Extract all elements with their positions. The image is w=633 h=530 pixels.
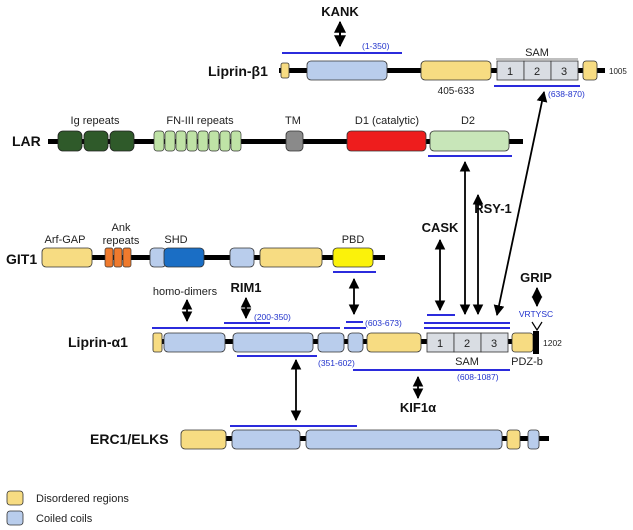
liprin-beta1-disordered-cterm <box>582 60 598 81</box>
erc1-name: ERC1/ELKS <box>90 431 169 447</box>
grip-label: GRIP <box>520 270 552 285</box>
erc1-disordered-nterm <box>180 429 227 450</box>
lar-tm-domain <box>285 130 304 152</box>
git1-shd-domain <box>163 247 205 268</box>
rsy1-label: RSY-1 <box>474 201 512 216</box>
lar-fn3-repeat <box>230 130 242 152</box>
sam-repeat-3 <box>550 60 579 81</box>
lar-fn3-repeat <box>175 130 187 152</box>
sam-repeat-1-number: 1 <box>507 66 513 78</box>
liprin-alpha1-disordered-nterm <box>152 332 163 353</box>
liprin-alpha1-backbone <box>153 339 536 344</box>
lar-fn3-repeat <box>208 130 220 152</box>
lar-tm-label: TM <box>285 115 301 127</box>
git1-group: Arf-GAP Ank repeats SHD PBD GIT1 <box>6 222 385 273</box>
liprin-beta1-sam-range: (638-870) <box>548 89 585 99</box>
liprin-beta1-disordered-middle <box>420 60 492 81</box>
git1-ank-label-1: Ank <box>112 222 131 234</box>
lar-d2-label: D2 <box>461 115 475 127</box>
kank-range-label: (1-350) <box>362 41 390 51</box>
erc1-disordered-middle <box>506 429 521 450</box>
homodimers-label: homo-dimers <box>153 286 218 298</box>
erc1-coiled-coil-1 <box>231 429 301 450</box>
liprin-alpha1-sam-repeat-2-number: 2 <box>464 338 470 350</box>
lar-d1-domain <box>346 130 427 152</box>
git1-arfgap-domain <box>41 247 93 268</box>
lar-ig-repeat-2 <box>83 130 109 152</box>
liprin-beta1-coiled-coil <box>306 60 388 81</box>
liprin-alpha1-end-number: 1202 <box>543 338 562 348</box>
sam-repeat-2-number: 2 <box>534 66 540 78</box>
lar-fn-label: FN-III repeats <box>166 115 234 127</box>
lar-ig-repeat-1 <box>57 130 83 152</box>
sam-repeat-3-number: 3 <box>561 66 567 78</box>
rim1-range: (200-350) <box>254 312 291 322</box>
liprin-alpha1-coiled-coil-4 <box>347 332 364 353</box>
liprin-alpha1-disordered-middle <box>366 332 422 353</box>
range-603-673-label: (603-673) <box>365 318 402 328</box>
liprin-alpha1-sam-repeat-3-number: 3 <box>491 338 497 350</box>
git1-backbone <box>42 255 385 260</box>
git1-arfgap-label: Arf-GAP <box>45 234 86 246</box>
pdz-binding-motif <box>531 321 543 332</box>
liprin-alpha1-coiled-coil-3 <box>317 332 345 353</box>
git1-shd-label: SHD <box>164 234 187 246</box>
lar-ig-label: Ig repeats <box>71 115 120 127</box>
git1-name: GIT1 <box>6 251 37 267</box>
git1-pbd-domain <box>332 247 374 268</box>
git1-ank-repeat <box>122 247 132 268</box>
liprin-alpha1-pdzb-end <box>533 331 539 354</box>
liprin-beta1-group: KANK (1-350) Liprin-β1 405-633 SAM 1 2 3… <box>208 4 627 99</box>
liprin-alpha1-coiled-coil-2 <box>232 332 314 353</box>
liprin-beta1-sam-label: SAM <box>525 47 549 59</box>
liprin-alpha1-sam-repeat-3 <box>480 332 509 353</box>
git1-ank-repeat <box>113 247 123 268</box>
liprin-beta1-sam-arrow <box>493 90 548 317</box>
git1-disordered <box>259 247 323 268</box>
liprin-alpha1-pdzb-label: PDZ-b <box>511 356 543 368</box>
liprin-alpha1-sam-repeat-1-number: 1 <box>437 338 443 350</box>
liprin-alpha1-sam-label: SAM <box>455 356 479 368</box>
lar-fn3-repeat <box>197 130 209 152</box>
kif1a-label: KIF1α <box>400 400 436 415</box>
liprin-beta1-disordered-nterm <box>280 62 290 79</box>
erc1-coiled-coil-2 <box>305 429 503 450</box>
lar-fn3-repeat <box>219 130 231 152</box>
legend-disordered-swatch <box>6 490 24 506</box>
liprin-beta1-end-number: 1005 <box>609 67 627 76</box>
liprin-alpha1-disordered-cterm <box>511 332 534 353</box>
lar-name: LAR <box>12 133 41 149</box>
lar-fn3-repeats <box>153 130 242 152</box>
git1-ank-repeat <box>104 247 114 268</box>
lar-fn3-repeat <box>164 130 176 152</box>
legend-disordered-label: Disordered regions <box>36 493 129 505</box>
lar-backbone <box>48 139 523 144</box>
erc1-group: ERC1/ELKS <box>90 425 549 450</box>
git1-pbd-label: PBD <box>342 234 365 246</box>
git1-ank-label-2: repeats <box>103 235 140 247</box>
kank-label: KANK <box>321 4 359 19</box>
lar-d2-domain <box>429 130 510 152</box>
legend-coiled-label: Coiled coils <box>36 513 93 525</box>
legend: Disordered regions Coiled coils <box>6 490 129 526</box>
cask-label: CASK <box>422 220 459 235</box>
liprin-alpha1-coiled-coil-1 <box>163 332 226 353</box>
erc1-coiled-coil-3 <box>527 429 540 450</box>
lar-fn3-repeat <box>186 130 198 152</box>
liprin-alpha1-group: homo-dimers RIM1 (200-350) (603-673) CAS… <box>68 90 562 422</box>
legend-coiled-swatch <box>6 510 24 526</box>
liprin-alpha1-name: Liprin-α1 <box>68 334 128 350</box>
liprin-beta1-name: Liprin-β1 <box>208 63 268 79</box>
rim1-label: RIM1 <box>230 280 261 295</box>
lar-d1-label: D1 (catalytic) <box>355 115 419 127</box>
lar-group: Ig repeats FN-III repeats TM D1 (catalyt… <box>12 115 523 157</box>
liprin-alpha1-sam-range: (608-1087) <box>457 372 499 382</box>
vrtysc-label: VRTYSC <box>519 309 553 319</box>
liprin-beta1-disordered-range: 405-633 <box>438 86 475 97</box>
liprin-alpha1-351-602-range: (351-602) <box>318 358 355 368</box>
lar-ig-repeat-3 <box>109 130 135 152</box>
lar-fn3-repeat <box>153 130 165 152</box>
git1-coiled-coil <box>229 247 255 268</box>
